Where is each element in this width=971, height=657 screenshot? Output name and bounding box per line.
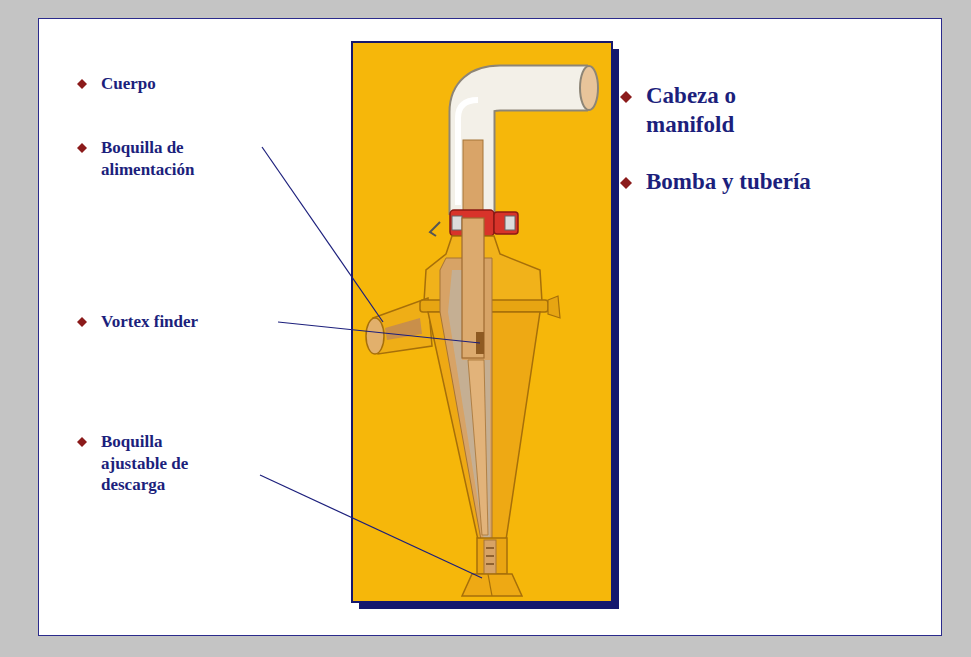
- label-text: Cabeza o manifold: [646, 83, 736, 137]
- label-text: Vortex finder: [101, 312, 198, 331]
- leader-line: [278, 322, 480, 343]
- pipe-outline: [472, 88, 588, 215]
- discharge-body: [477, 538, 507, 574]
- leader-line: [262, 147, 383, 322]
- pipe-end: [580, 66, 598, 110]
- ring-latch: [548, 296, 560, 318]
- part-label: Cabeza o manifold: [646, 81, 786, 139]
- part-label: Boquilla ajustable de descarga: [101, 431, 219, 496]
- cone: [428, 312, 540, 540]
- label-text: Boquilla de alimentación: [101, 138, 195, 179]
- part-label: Bomba y tubería: [646, 167, 906, 196]
- part-label: Cuerpo: [101, 73, 281, 95]
- bullet-diamond: [77, 437, 87, 447]
- discharge-insert: [484, 540, 496, 574]
- bullet-diamond: [620, 91, 632, 103]
- panel: [352, 42, 612, 602]
- discharge-split: [488, 574, 492, 596]
- feed-opening: [366, 318, 384, 354]
- bullet-diamond: [77, 143, 87, 153]
- label-text: Boquilla ajustable de descarga: [101, 432, 188, 494]
- bullet-diamond: [77, 317, 87, 327]
- discharge-thread: [486, 548, 494, 564]
- bullet-diamond: [620, 177, 632, 189]
- vortex-finder: [462, 218, 484, 358]
- leader-lines: [260, 147, 482, 578]
- part-label: Boquilla de alimentación: [101, 137, 219, 180]
- bullet-diamond: [77, 79, 87, 89]
- leader-line: [260, 475, 482, 578]
- clamp: [494, 212, 518, 234]
- overflow-pipe: [472, 88, 588, 215]
- inner-tube: [463, 140, 483, 220]
- label-text: Cuerpo: [101, 74, 156, 93]
- air-core: [468, 360, 488, 535]
- clamp-bolt: [505, 216, 515, 230]
- clamp-latch: [430, 222, 440, 236]
- part-label: Vortex finder: [101, 311, 281, 333]
- label-text: Bomba y tubería: [646, 169, 811, 194]
- clamp-bolt: [452, 216, 462, 230]
- discharge-flare: [462, 574, 522, 596]
